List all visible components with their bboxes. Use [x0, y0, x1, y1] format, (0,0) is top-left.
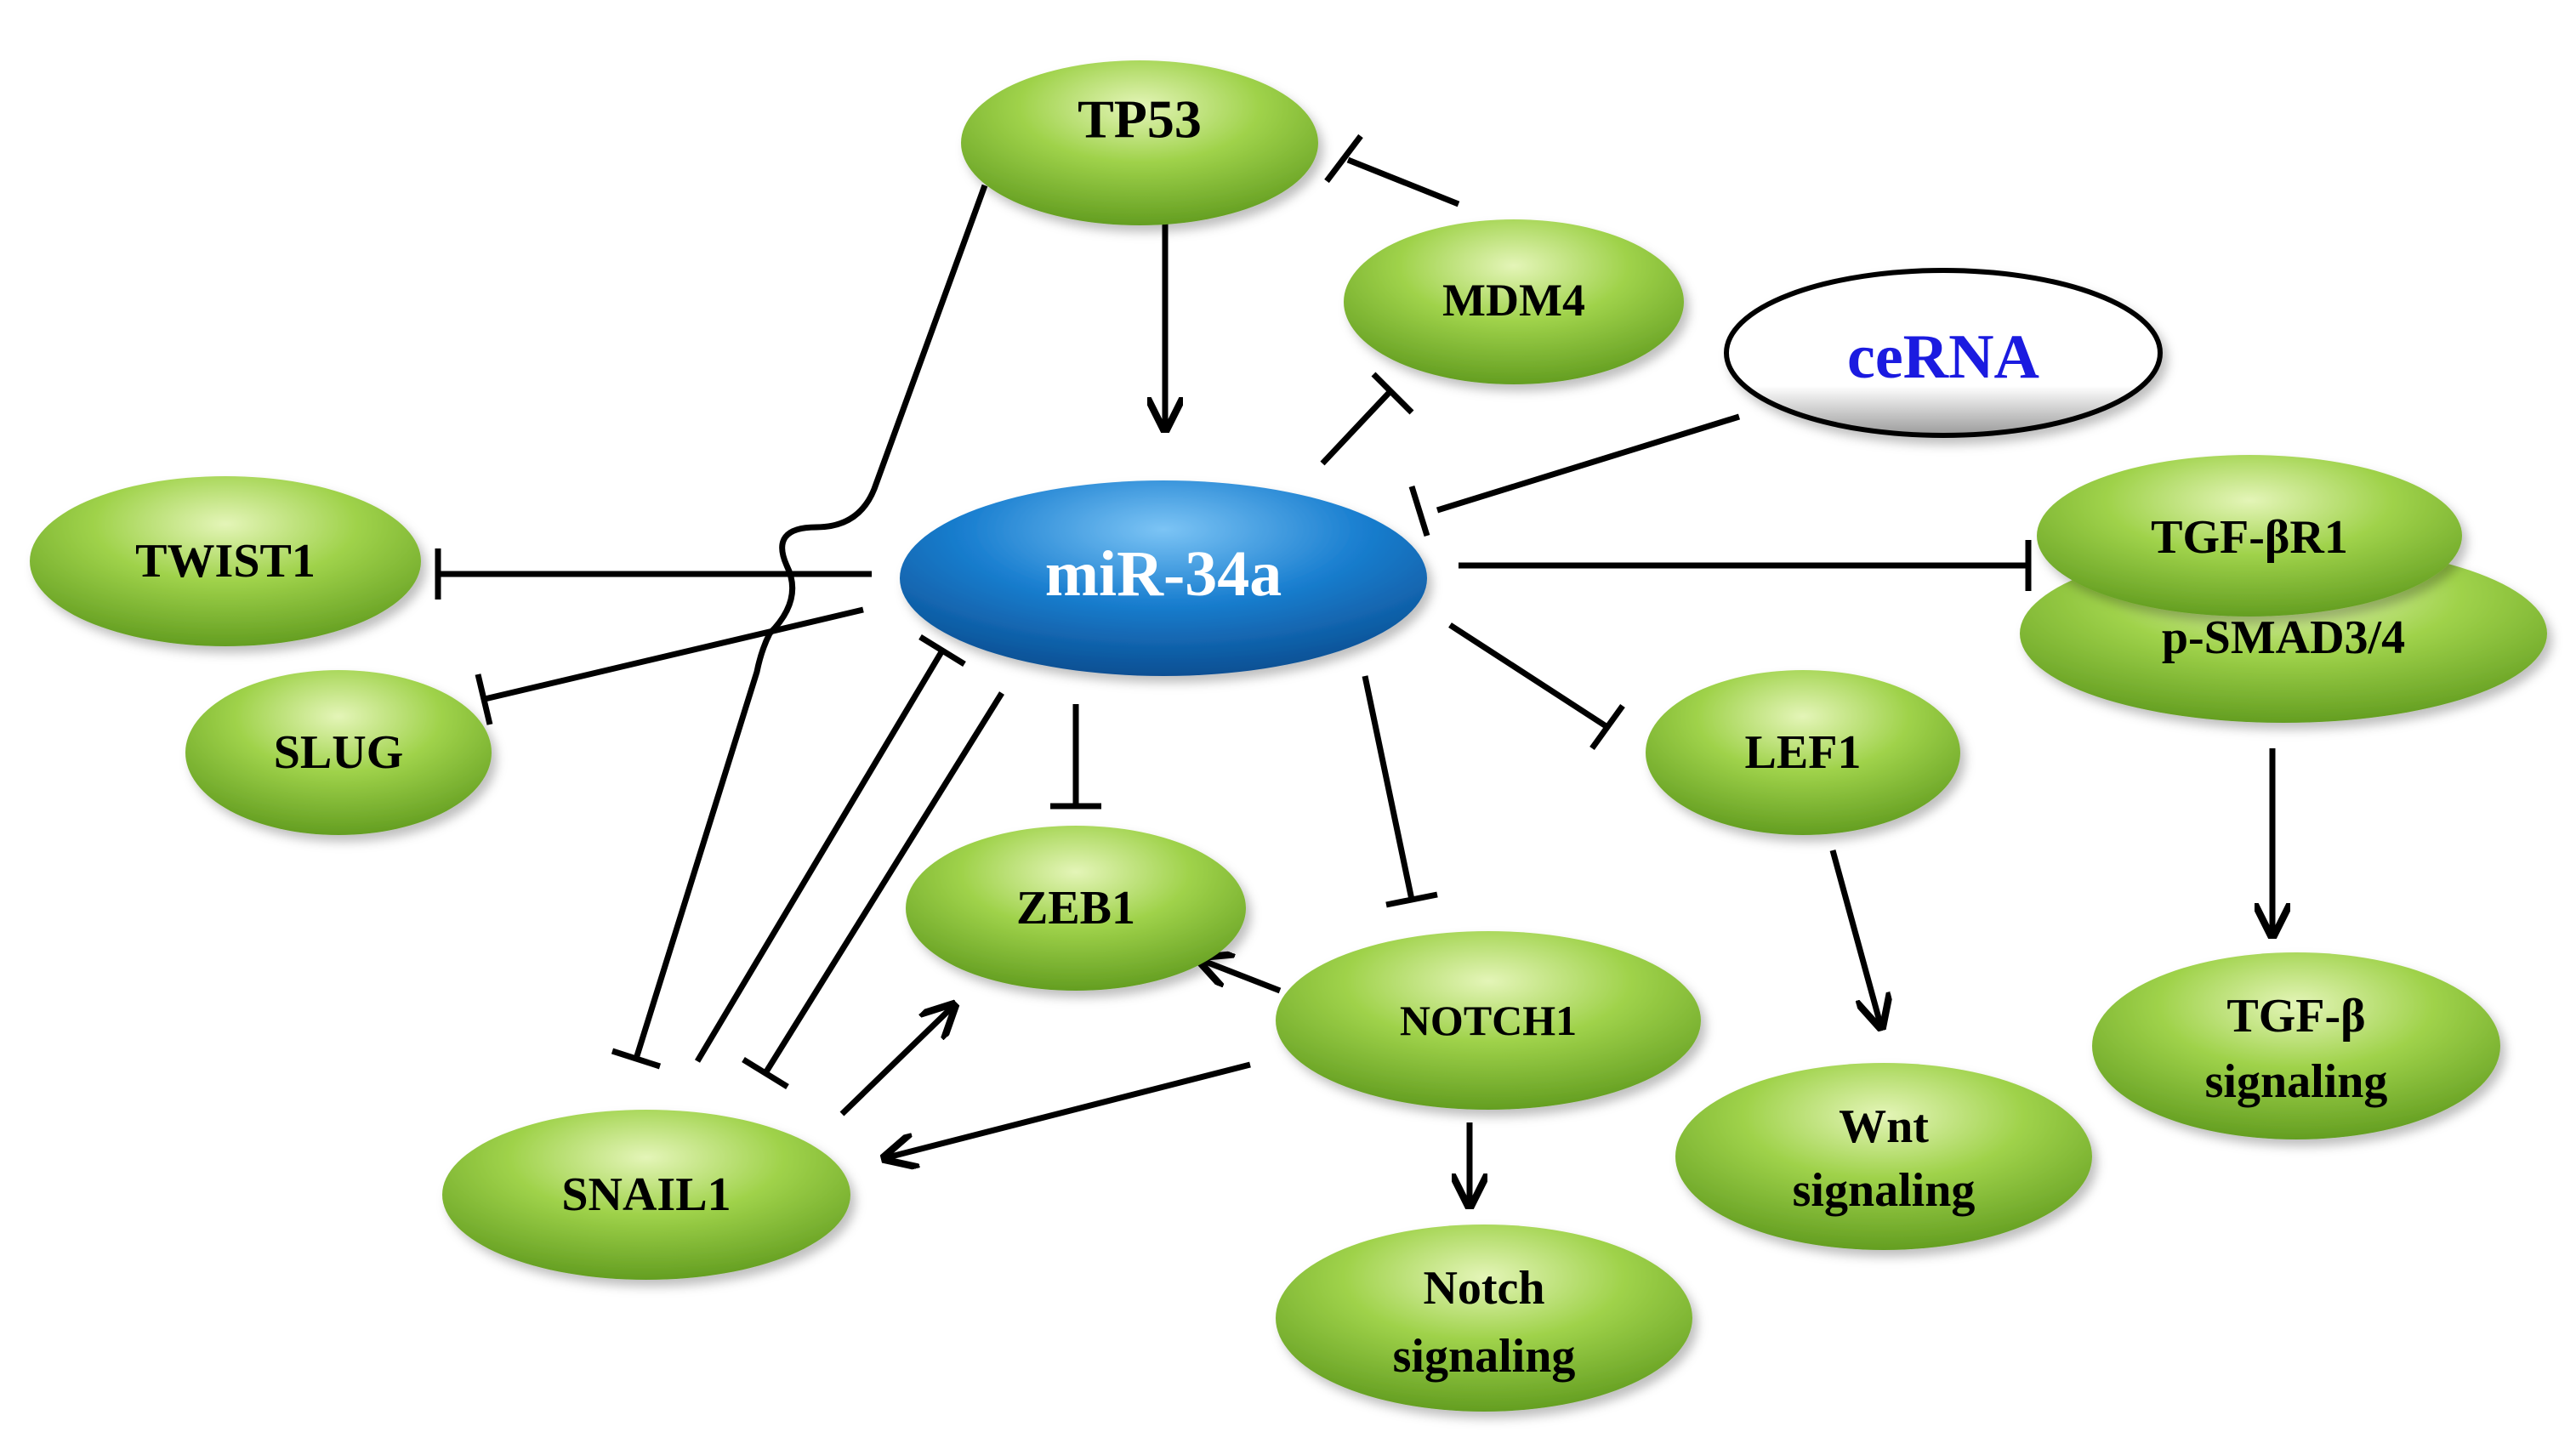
node-mdm4: MDM4 [1344, 219, 1684, 384]
node-notch1: NOTCH1 [1276, 931, 1701, 1110]
node-snail1: SNAIL1 [442, 1110, 850, 1280]
node-wnt-signaling: Wnt signaling [1675, 1063, 2092, 1250]
node-tgfbr1-label: TGF-βR1 [2151, 511, 2348, 564]
node-tgfb-signaling: TGF-β signaling [2092, 952, 2500, 1139]
edge-tp53-snail1 [611, 184, 988, 1070]
node-notch-signaling: Notch signaling [1276, 1225, 1692, 1412]
edge-snail1-mir34a [694, 634, 966, 1063]
node-cerna: ceRNA [1724, 268, 2163, 438]
edge-mdm4-tp53 [1324, 134, 1460, 207]
edge-notch1-snail1 [884, 1061, 1251, 1158]
node-notch-signaling-label-1: Notch [1423, 1262, 1544, 1315]
edge-mir34a-twist1 [435, 548, 872, 599]
edge-snail1-zeb1 [839, 1005, 954, 1117]
node-mir34a: miR-34a [900, 480, 1427, 676]
edge-lef1-wnt-signaling [1829, 850, 1881, 1027]
node-tp53: TP53 [961, 60, 1318, 225]
node-notch1-label: NOTCH1 [1400, 997, 1577, 1044]
node-wnt-signaling-label-1: Wnt [1839, 1100, 1929, 1153]
node-tp53-label: TP53 [1078, 89, 1202, 150]
node-zeb1-label: ZEB1 [1016, 882, 1135, 935]
node-wnt-signaling-label-2: signaling [1793, 1164, 1976, 1217]
node-cerna-label: ceRNA [1847, 322, 2039, 392]
node-notch-signaling-label-2: signaling [1393, 1330, 1576, 1383]
node-slug: SLUG [185, 670, 492, 835]
edges [435, 134, 2272, 1206]
node-zeb1: ZEB1 [906, 826, 1246, 991]
edge-mir34a-tgfbr1 [1459, 540, 2032, 591]
node-twist1-label: TWIST1 [135, 535, 316, 588]
node-slug-label: SLUG [274, 726, 404, 779]
edge-notch1-zeb1 [1199, 959, 1282, 994]
edge-cerna-mir34a [1408, 413, 1741, 537]
node-lef1-label: LEF1 [1745, 726, 1862, 779]
node-tgfb-signaling-label-2: signaling [2205, 1055, 2388, 1108]
node-lef1: LEF1 [1646, 670, 1960, 835]
node-tgfbr1: TGF-βR1 [2037, 455, 2462, 617]
node-psmad-label: p-SMAD3/4 [2162, 611, 2405, 664]
node-tgfb-signaling-label-1: TGF-β [2226, 990, 2365, 1043]
node-snail1-label: SNAIL1 [561, 1168, 731, 1221]
edge-mir34a-lef1 [1448, 622, 1625, 751]
edge-mir34a-notch1 [1362, 675, 1438, 908]
nodes: TP53 MDM4 ceRNA miR-34a TWIST1 SLUG p-SM… [30, 60, 2547, 1412]
node-twist1: TWIST1 [30, 476, 421, 646]
edge-mir34a-snail1 [742, 691, 1004, 1089]
node-mir34a-label: miR-34a [1045, 538, 1282, 610]
edge-mir34a-mdm4 [1320, 372, 1414, 466]
edge-mir34a-zeb1 [1050, 704, 1101, 810]
edge-mir34a-slug [475, 606, 864, 725]
node-mdm4-label: MDM4 [1442, 275, 1585, 326]
